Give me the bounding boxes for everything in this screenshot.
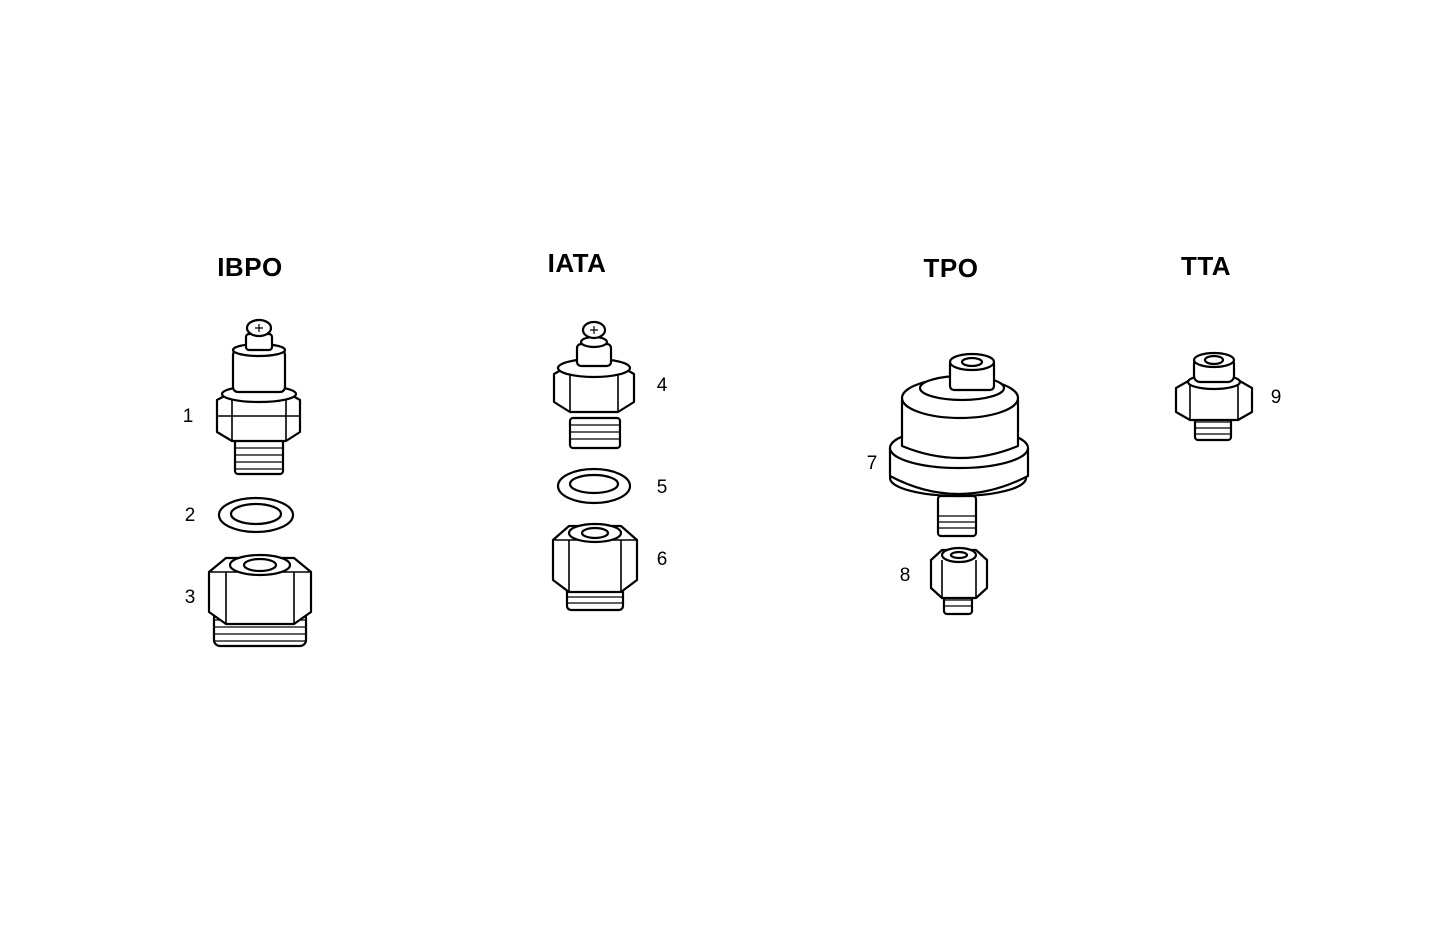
group-title-iata: IATA (547, 248, 607, 278)
part-6-adapter-drawing (551, 522, 639, 612)
callout-6: 6 (656, 549, 668, 570)
part-8-adapter-drawing (929, 546, 989, 616)
part-5-washer-drawing (556, 467, 632, 505)
callout-5: 5 (656, 477, 668, 498)
callout-2: 2 (184, 505, 196, 526)
callout-7: 7 (866, 453, 878, 474)
callout-8: 8 (899, 565, 911, 586)
part-2-washer-drawing (217, 496, 295, 534)
callout-9: 9 (1270, 387, 1282, 408)
callout-1: 1 (182, 406, 194, 427)
part-7-sensor-drawing (888, 352, 1030, 538)
callout-4: 4 (656, 375, 668, 396)
callout-3: 3 (184, 587, 196, 608)
part-4-sensor-drawing (552, 320, 636, 450)
group-title-ibpo: IBPO (217, 252, 283, 282)
group-title-tpo: TPO (923, 253, 979, 283)
part-1-sensor-drawing (215, 318, 302, 476)
part-3-adapter-drawing (207, 553, 313, 648)
group-title-tta: TTA (1180, 251, 1232, 281)
part-9-sensor-drawing (1174, 351, 1254, 442)
